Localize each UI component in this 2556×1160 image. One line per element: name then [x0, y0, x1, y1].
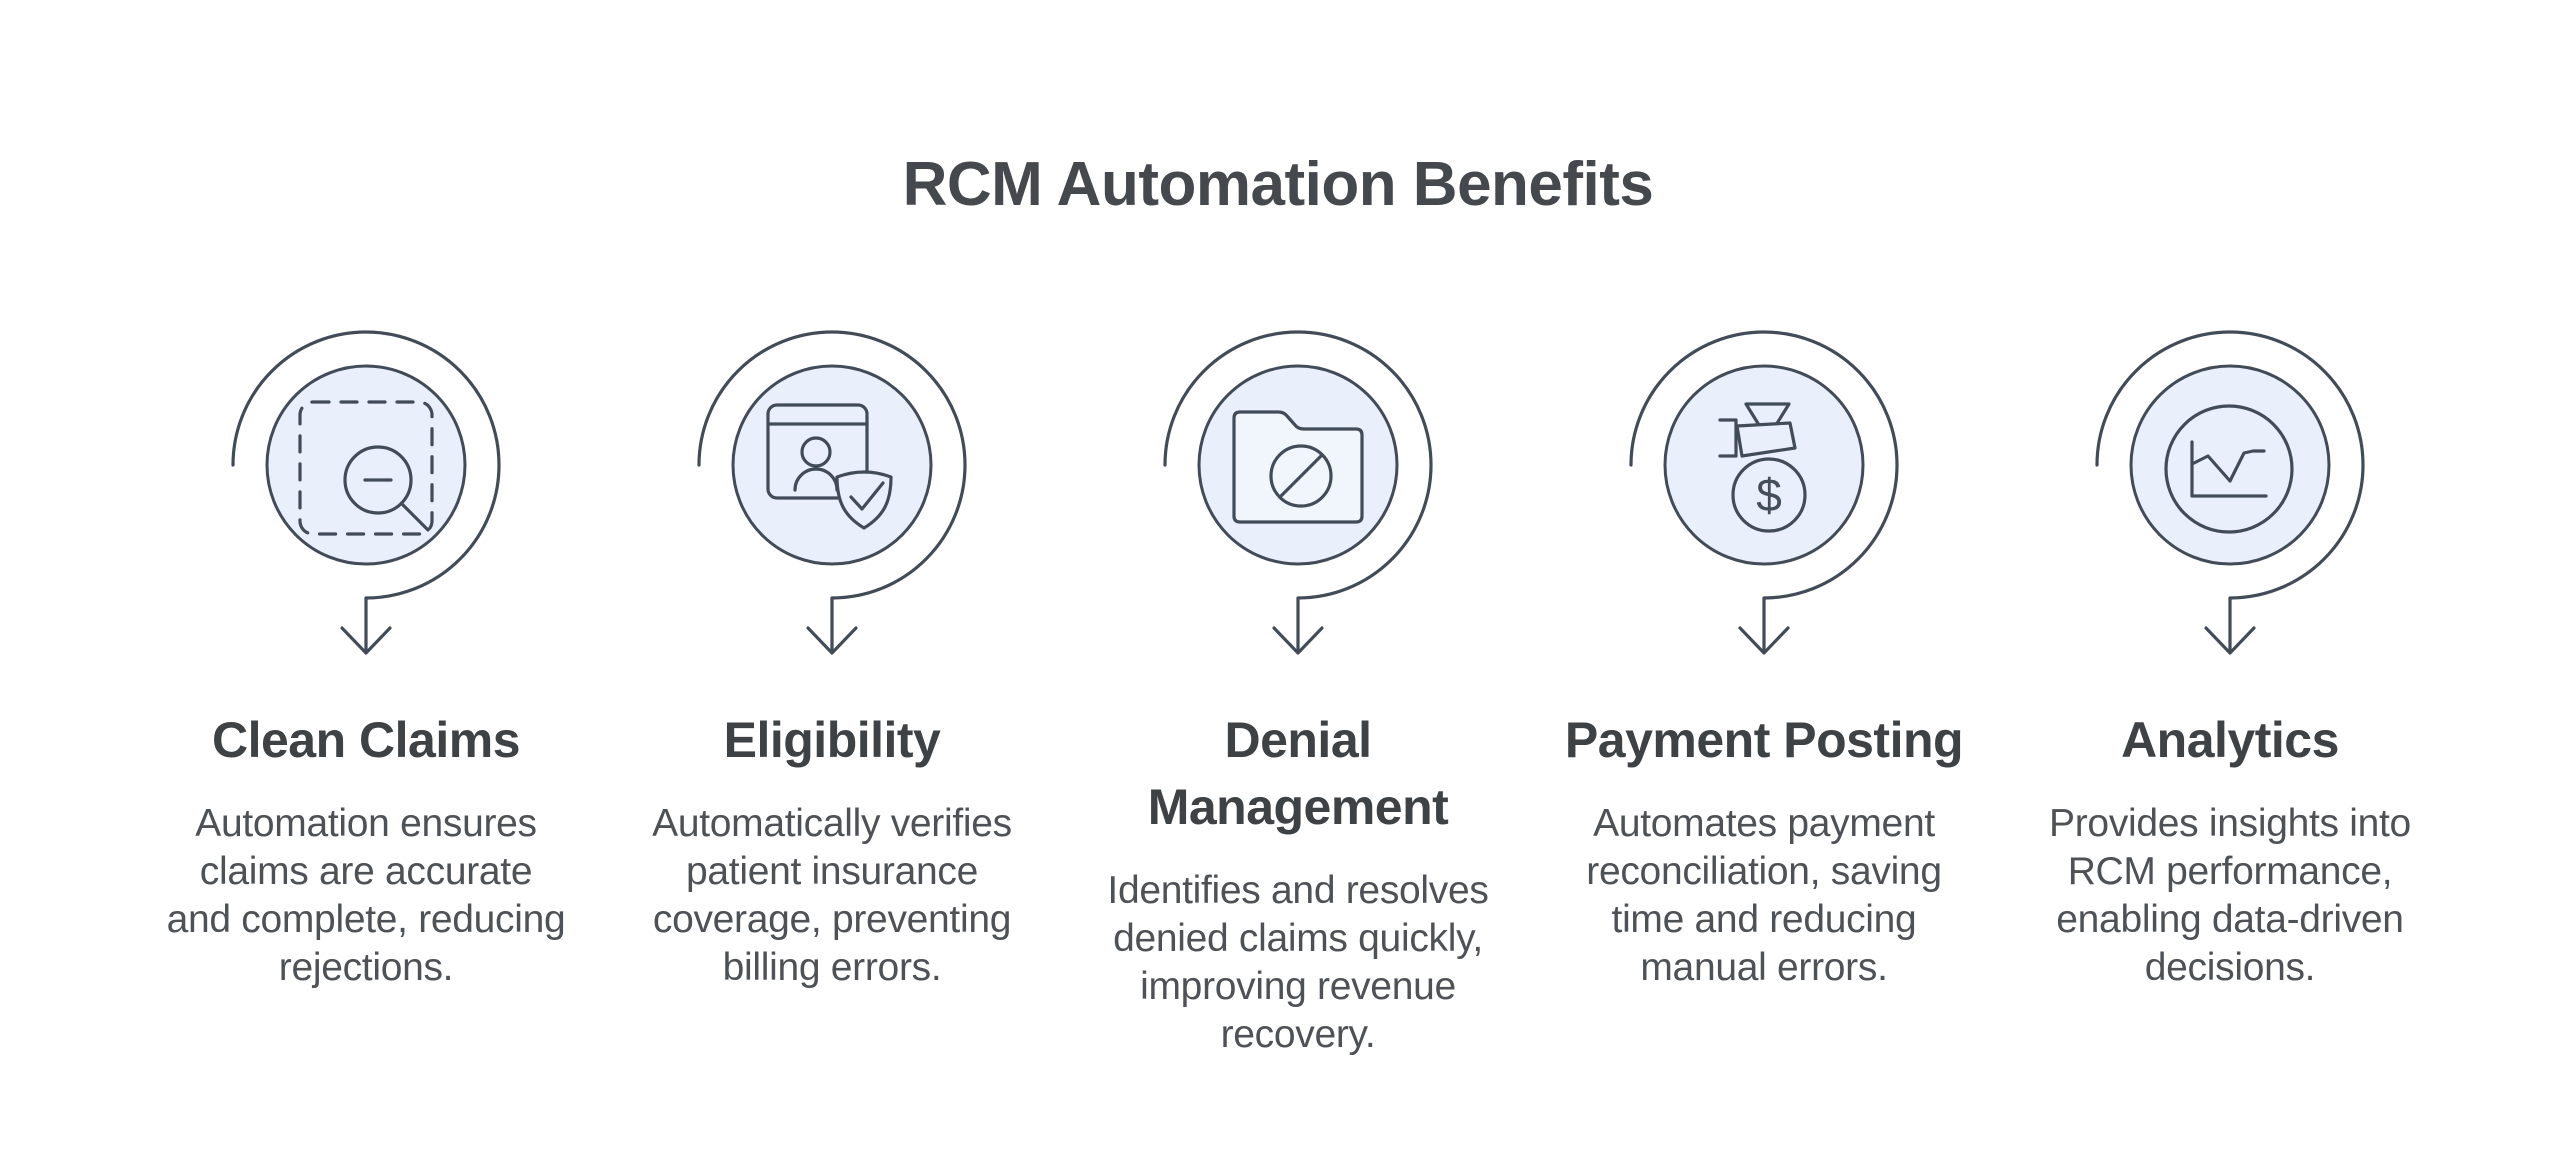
- benefit-heading: Analytics: [2121, 712, 2339, 768]
- patient-shield-check-icon: [697, 330, 967, 655]
- page-title: RCM Automation Benefits: [902, 150, 1654, 219]
- benefit-description: Automatically verifies patient insurance…: [652, 802, 1012, 989]
- benefit-description: Automates payment reconciliation, saving…: [1586, 802, 1942, 989]
- dollar-sign: $: [1756, 469, 1782, 521]
- benefits-row: Clean Claims Automation ensures claims a…: [133, 330, 2463, 1059]
- benefit-description: Identifies and resolves denied claims qu…: [1107, 869, 1489, 1056]
- benefit-column-analytics: Analytics Provides insights into RCM per…: [1997, 330, 2463, 1059]
- benefit-description: Provides insights into RCM performance, …: [2049, 802, 2411, 989]
- benefit-column-eligibility: Eligibility Automatically verifies patie…: [599, 330, 1065, 1059]
- benefit-description: Automation ensures claims are accurate a…: [166, 802, 566, 989]
- denied-folder-icon: [1163, 330, 1433, 655]
- benefit-column-payment-posting: $ Payment Posting Automates payment reco…: [1531, 330, 1997, 1059]
- benefit-column-clean-claims: Clean Claims Automation ensures claims a…: [133, 330, 599, 1059]
- money-bag-icon: $: [1629, 330, 1899, 655]
- line-chart-icon: [2095, 330, 2365, 655]
- benefit-column-denial-management: Denial Management Identifies and resolve…: [1065, 330, 1531, 1059]
- benefit-heading: Eligibility: [723, 712, 941, 768]
- benefit-heading: Denial Management: [1147, 712, 1449, 835]
- benefit-heading: Clean Claims: [211, 712, 521, 768]
- benefit-heading: Payment Posting: [1564, 712, 1964, 768]
- magnifier-selection-icon: [231, 330, 501, 655]
